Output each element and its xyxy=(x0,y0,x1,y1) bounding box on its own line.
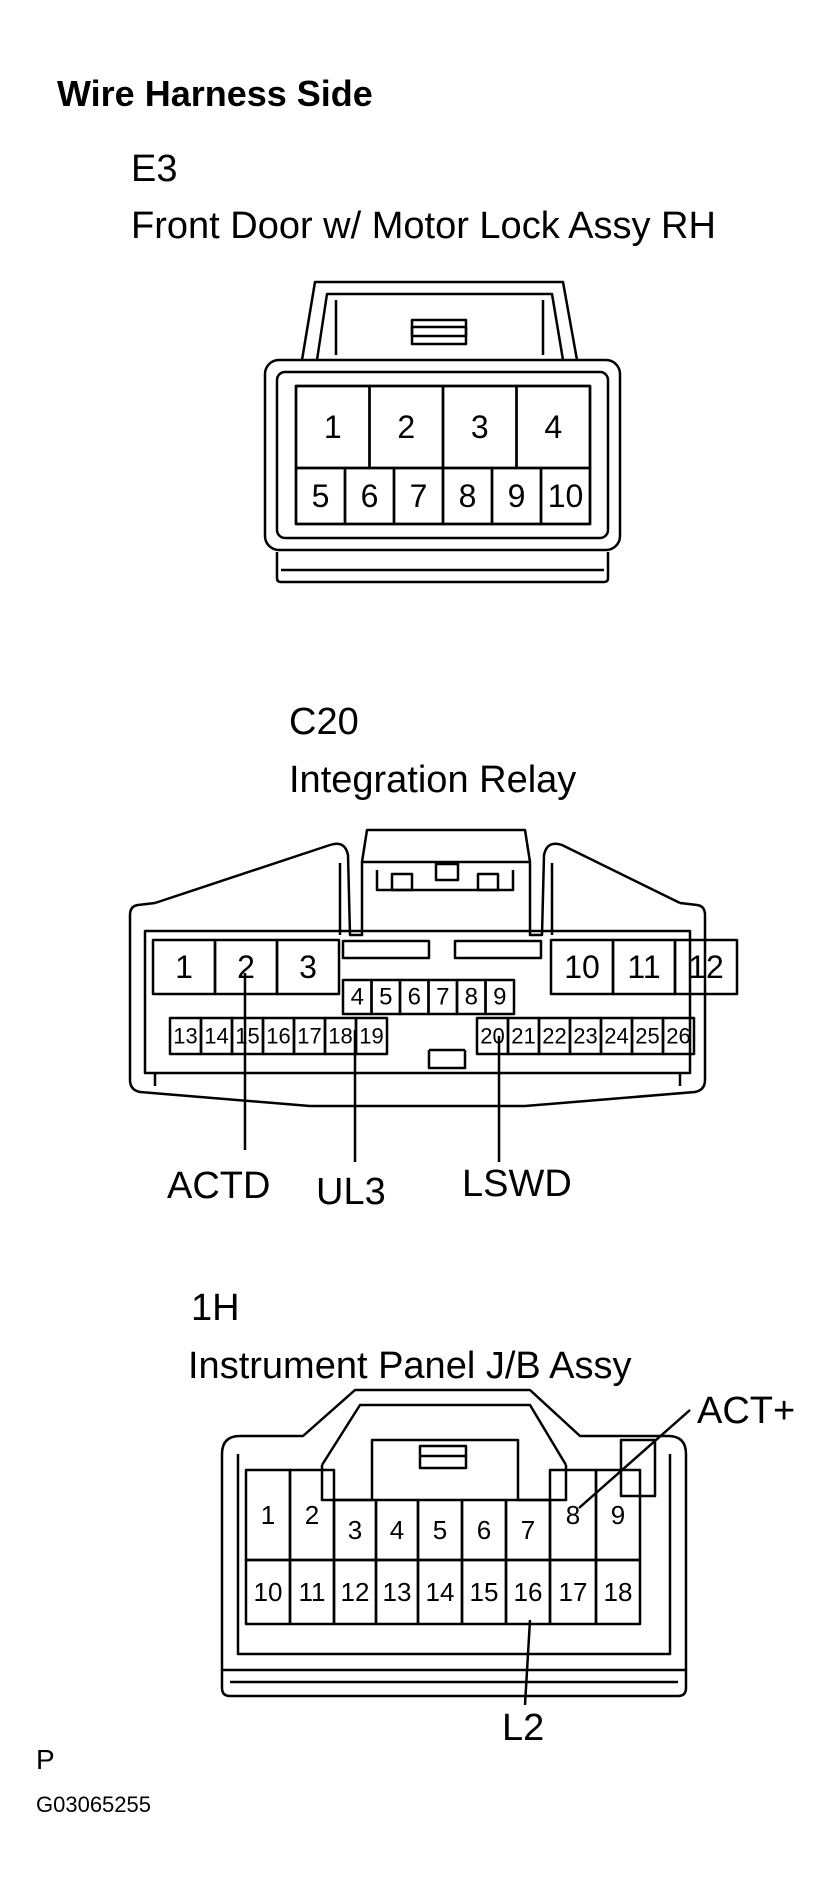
pin-number-23: 23 xyxy=(573,1024,597,1049)
pin-number-25: 25 xyxy=(635,1024,659,1049)
pin-number-14: 14 xyxy=(204,1024,228,1049)
connector-e3-name: Front Door w/ Motor Lock Assy RH xyxy=(131,205,716,247)
pin-number-26: 26 xyxy=(666,1024,690,1049)
pin-number-1: 1 xyxy=(261,1500,275,1530)
pin-cavity-9 xyxy=(484,978,516,1016)
pin-number-3: 3 xyxy=(348,1515,362,1545)
pin-number-20: 20 xyxy=(480,1024,504,1049)
pin-number-15: 15 xyxy=(470,1577,499,1607)
wire-label-lswd: LSWD xyxy=(462,1163,572,1205)
pin-number-2: 2 xyxy=(237,949,255,985)
pin-cavity-3 xyxy=(275,938,341,996)
pin-number-13: 13 xyxy=(173,1024,197,1049)
pin-cavity-18 xyxy=(594,1558,642,1626)
pin-number-9: 9 xyxy=(611,1500,625,1530)
wire-label-l2: L2 xyxy=(502,1707,545,1749)
pin-number-15: 15 xyxy=(235,1024,259,1049)
pin-number-21: 21 xyxy=(511,1024,535,1049)
connector-c20-housing xyxy=(128,828,707,1108)
pin-number-6: 6 xyxy=(361,478,379,514)
pin-number-9: 9 xyxy=(508,478,526,514)
pin-number-7: 7 xyxy=(436,984,449,1011)
pin-number-5: 5 xyxy=(433,1515,447,1545)
pin-number-16: 16 xyxy=(514,1577,543,1607)
figure-id: G03065255 xyxy=(36,1792,151,1817)
pin-cavity-10 xyxy=(539,466,592,526)
wire-label-actd: ACTD xyxy=(167,1165,271,1207)
pin-number-17: 17 xyxy=(559,1577,588,1607)
pin-number-10: 10 xyxy=(254,1577,283,1607)
pin-number-2: 2 xyxy=(305,1500,319,1530)
pin-number-14: 14 xyxy=(426,1577,455,1607)
wire-label-act-plus: ACT+ xyxy=(697,1390,796,1432)
pin-number-24: 24 xyxy=(604,1024,628,1049)
pin-number-7: 7 xyxy=(410,478,428,514)
pin-number-4: 4 xyxy=(544,409,562,445)
wire-leader-lines xyxy=(243,973,691,1706)
pin-number-18: 18 xyxy=(604,1577,633,1607)
pin-number-22: 22 xyxy=(542,1024,566,1049)
connector-c20-code: C20 xyxy=(289,701,359,743)
diagram-heading: Wire Harness Side xyxy=(57,73,373,114)
pin-cavity-26 xyxy=(661,1016,696,1056)
pin-number-8: 8 xyxy=(566,1500,580,1530)
pin-number-19: 19 xyxy=(359,1024,383,1049)
pin-number-8: 8 xyxy=(459,478,477,514)
pin-number-12: 12 xyxy=(341,1577,370,1607)
pin-number-11: 11 xyxy=(627,949,660,985)
pin-number-1: 1 xyxy=(175,949,193,985)
pin-number-7: 7 xyxy=(521,1515,535,1545)
pin-number-13: 13 xyxy=(383,1577,412,1607)
pin-number-10: 10 xyxy=(564,949,600,985)
pin-number-10: 10 xyxy=(548,478,584,514)
pin-number-1: 1 xyxy=(324,409,342,445)
pin-number-5: 5 xyxy=(379,984,392,1011)
pin-number-17: 17 xyxy=(297,1024,321,1049)
pin-number-4: 4 xyxy=(390,1515,404,1545)
connector-1h-code: 1H xyxy=(191,1287,240,1329)
pin-number-12: 12 xyxy=(688,949,724,985)
leader-l2 xyxy=(523,1619,532,1706)
pin-number-9: 9 xyxy=(493,984,506,1011)
pin-number-6: 6 xyxy=(408,984,421,1011)
pin-cavity-12 xyxy=(673,938,739,996)
pin-number-2: 2 xyxy=(397,409,415,445)
pin-number-6: 6 xyxy=(477,1515,491,1545)
pin-number-16: 16 xyxy=(266,1024,290,1049)
connector-c20-name: Integration Relay xyxy=(289,759,577,801)
pin-number-4: 4 xyxy=(351,984,364,1011)
pin-number-18: 18 xyxy=(328,1024,352,1049)
pin-number-3: 3 xyxy=(471,409,489,445)
connector-1h-housing xyxy=(220,1388,688,1698)
pin-number-8: 8 xyxy=(465,984,478,1011)
pin-number-3: 3 xyxy=(299,949,317,985)
leader-act-plus xyxy=(578,1409,691,1509)
connector-1h-name: Instrument Panel J/B Assy xyxy=(188,1345,632,1387)
connector-e3-code: E3 xyxy=(131,148,178,190)
wire-label-ul3: UL3 xyxy=(316,1171,386,1213)
footer-mark: P xyxy=(36,1744,55,1775)
pin-number-5: 5 xyxy=(312,478,330,514)
pin-number-11: 11 xyxy=(299,1577,326,1607)
